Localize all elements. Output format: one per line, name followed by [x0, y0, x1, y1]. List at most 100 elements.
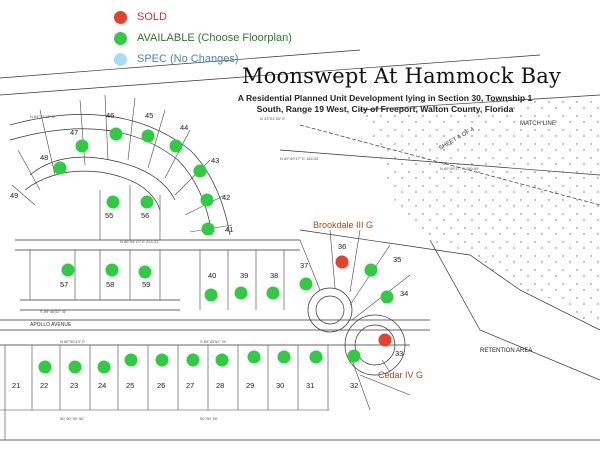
- lot-33-sold-marker: [378, 333, 392, 347]
- lot-number-labels: 21 22 23 24 25 26 27 28 29 30 31 32 33 34 35 36 37 38 39 40…: [10, 111, 408, 390]
- lot-58-available-marker: [105, 263, 119, 277]
- available-dot-icon: [114, 31, 127, 45]
- svg-text:50' 50' 50': 50' 50' 50': [200, 416, 218, 421]
- lot-32-label: 32: [350, 381, 358, 390]
- plat-title: Moonswept At Hammock Bay: [242, 64, 562, 88]
- lot-39-label: 39: [240, 271, 248, 280]
- lot-59-available-marker: [138, 265, 152, 279]
- lot-46-available-marker: [109, 127, 123, 141]
- street-label-apollo: APOLLO AVENUE: [30, 322, 72, 328]
- plat-subtitle: A Residential Planned Unit Development l…: [237, 93, 533, 114]
- lot-34-label: 34: [400, 289, 408, 298]
- lot-22-label: 22: [40, 381, 48, 390]
- lot-30-label: 30: [276, 381, 284, 390]
- lot-48-available-marker: [53, 161, 67, 175]
- lot-42-available-marker: [200, 193, 214, 207]
- lot-41-available-marker: [201, 222, 215, 236]
- lot-56-available-marker: [140, 195, 154, 209]
- lot-45-label: 45: [145, 111, 153, 120]
- lot-28-label: 28: [216, 381, 224, 390]
- lot-36-label: 36: [338, 242, 346, 251]
- retention-area-label: RETENTION AREA: [480, 348, 532, 354]
- lot-36-sold-marker: [335, 255, 349, 269]
- lot-45-available-marker: [141, 129, 155, 143]
- legend-available-label: AVAILABLE (Choose Floorplan): [137, 32, 292, 44]
- lot-56-label: 56: [141, 211, 149, 220]
- lot-29-available-marker: [247, 350, 261, 364]
- svg-text:N 89°49'17" E 184.33': N 89°49'17" E 184.33': [280, 156, 319, 161]
- lot-23-label: 23: [70, 381, 78, 390]
- lot-43-available-marker: [193, 164, 207, 178]
- lot-47-available-marker: [75, 139, 89, 153]
- svg-text:S 89°45'52" W: S 89°45'52" W: [200, 339, 226, 344]
- callout-cedar: Cedar IV G: [378, 370, 423, 380]
- lot-38-available-marker: [266, 286, 280, 300]
- lot-42-label: 42: [222, 193, 230, 202]
- svg-text:50' 50' 50' 50': 50' 50' 50' 50': [60, 416, 84, 421]
- lot-23-available-marker: [68, 360, 82, 374]
- lot-27-available-marker: [186, 353, 200, 367]
- wetland-area: [360, 95, 600, 330]
- svg-text:N 89°55'43" E: N 89°55'43" E: [60, 339, 85, 344]
- lot-22-available-marker: [38, 360, 52, 374]
- svg-text:N 89°54'10" E 224.31': N 89°54'10" E 224.31': [120, 239, 159, 244]
- lot-24-available-marker: [97, 360, 111, 374]
- lot-31-label: 31: [306, 381, 314, 390]
- match-line-label: MATCH LINE: [520, 121, 556, 127]
- lot-44-available-marker: [169, 139, 183, 153]
- lot-26-available-marker: [155, 353, 169, 367]
- callout-leader-line: [381, 359, 391, 373]
- svg-text:N 43°01'18" E: N 43°01'18" E: [260, 116, 285, 121]
- lot-30-available-marker: [277, 350, 291, 364]
- lot-24-label: 24: [98, 381, 106, 390]
- boundary-lines: [0, 49, 600, 441]
- svg-text:S 89°46'52" W: S 89°46'52" W: [40, 309, 66, 314]
- lot-31-available-marker: [309, 350, 323, 364]
- legend-available: AVAILABLE (Choose Floorplan): [114, 30, 292, 46]
- lot-47-label: 47: [70, 128, 78, 137]
- lot-28-available-marker: [215, 353, 229, 367]
- sold-dot-icon: [114, 10, 127, 24]
- dimension-text: N 84°32'11" E N 89°54'10" E 224.31' S 89…: [30, 114, 479, 421]
- lot-lines: [0, 94, 411, 440]
- legend-spec-label: SPEC (No Changes): [137, 53, 239, 65]
- lot-37-label: 37: [300, 261, 308, 270]
- lot-35-label: 35: [393, 255, 401, 264]
- lot-40-available-marker: [204, 288, 218, 302]
- lot-57-label: 57: [60, 280, 68, 289]
- lot-29-label: 29: [246, 381, 254, 390]
- lot-43-label: 43: [211, 156, 219, 165]
- lot-46-label: 46: [106, 111, 114, 120]
- lot-32-available-marker: [347, 349, 361, 363]
- legend-sold-label: SOLD: [137, 11, 167, 23]
- lot-57-available-marker: [61, 263, 75, 277]
- lot-49-label: 49: [10, 191, 18, 200]
- lot-40-label: 40: [208, 271, 216, 280]
- lot-58-label: 58: [106, 280, 114, 289]
- lot-41-label: 41: [225, 225, 233, 234]
- lot-59-label: 59: [142, 280, 150, 289]
- lot-21-label: 21: [12, 381, 20, 390]
- lot-39-available-marker: [234, 286, 248, 300]
- lot-38-label: 38: [270, 271, 278, 280]
- lot-48-label: 48: [40, 153, 48, 162]
- lot-25-label: 25: [126, 381, 134, 390]
- lot-26-label: 26: [157, 381, 165, 390]
- lot-25-available-marker: [124, 353, 138, 367]
- callout-brookdale: Brookdale III G: [313, 220, 373, 230]
- legend-sold: SOLD: [114, 9, 167, 25]
- lot-37-available-marker: [299, 277, 313, 291]
- lot-34-available-marker: [380, 290, 394, 304]
- spec-dot-icon: [114, 52, 127, 66]
- lot-27-label: 27: [186, 381, 194, 390]
- lot-status-markers: [38, 127, 394, 374]
- lot-55-label: 55: [105, 211, 113, 220]
- streets: [0, 114, 430, 376]
- lot-35-available-marker: [364, 263, 378, 277]
- svg-text:N 89°49'17" E 280.00': N 89°49'17" E 280.00': [440, 166, 479, 171]
- lot-33-label: 33: [395, 349, 403, 358]
- svg-text:N 84°32'11" E: N 84°32'11" E: [30, 114, 55, 119]
- lot-44-label: 44: [180, 123, 188, 132]
- lot-55-available-marker: [106, 195, 120, 209]
